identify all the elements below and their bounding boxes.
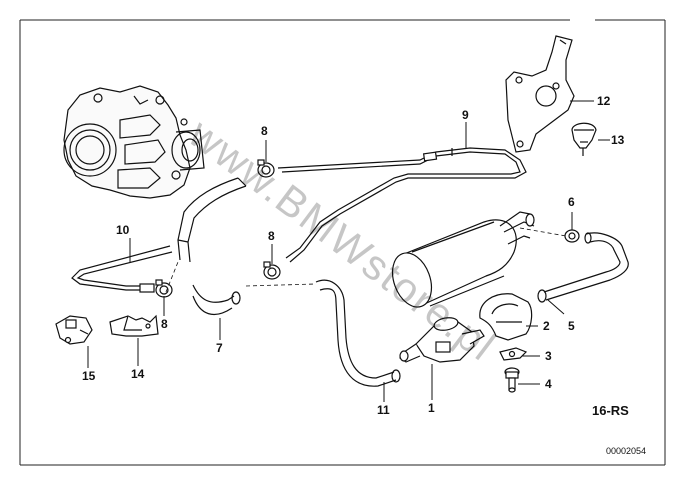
hose-clamp-8-middle [263,261,281,280]
bracket-14 [109,314,159,337]
callout-8-top: 8 [261,124,268,138]
washer-3 [499,347,528,361]
callout-8-middle: 8 [268,229,275,243]
callout-leaders [87,100,610,402]
hose-5 [537,232,629,303]
callout-8-lower: 8 [161,317,168,331]
assembly-guide-lines [165,227,567,293]
callout-15: 15 [82,369,96,383]
callout-1: 1 [428,401,435,415]
image-id: 00002054 [606,446,646,456]
callout-9: 9 [462,108,469,122]
callout-13: 13 [611,133,625,147]
fuel-pump [399,317,485,363]
bolt-4 [504,367,520,393]
callout-5: 5 [568,319,575,333]
mounting-bracket-2 [479,293,533,341]
bracket-12 [505,35,575,153]
callout-3: 3 [545,349,552,363]
hose-clamp-6 [564,229,580,243]
callout-2: 2 [543,319,550,333]
hose-11 [315,279,401,387]
fuel-filter [391,211,535,308]
callout-6: 6 [568,195,575,209]
callout-4: 4 [545,377,552,391]
callout-12: 12 [597,94,611,108]
throttle-housing [63,85,205,199]
diagram-frame [19,19,666,466]
fuel-line-9 [277,147,527,263]
callout-7: 7 [216,341,223,355]
hose-7 [177,177,247,316]
callout-11: 11 [377,403,390,417]
hose-clamp-8-top [257,159,275,178]
callout-14: 14 [131,367,145,381]
group-code: 16-RS [592,403,629,418]
callout-10: 10 [116,223,130,237]
clip-13 [571,122,597,156]
clip-15 [55,315,93,345]
fuel-line-10 [71,245,173,293]
